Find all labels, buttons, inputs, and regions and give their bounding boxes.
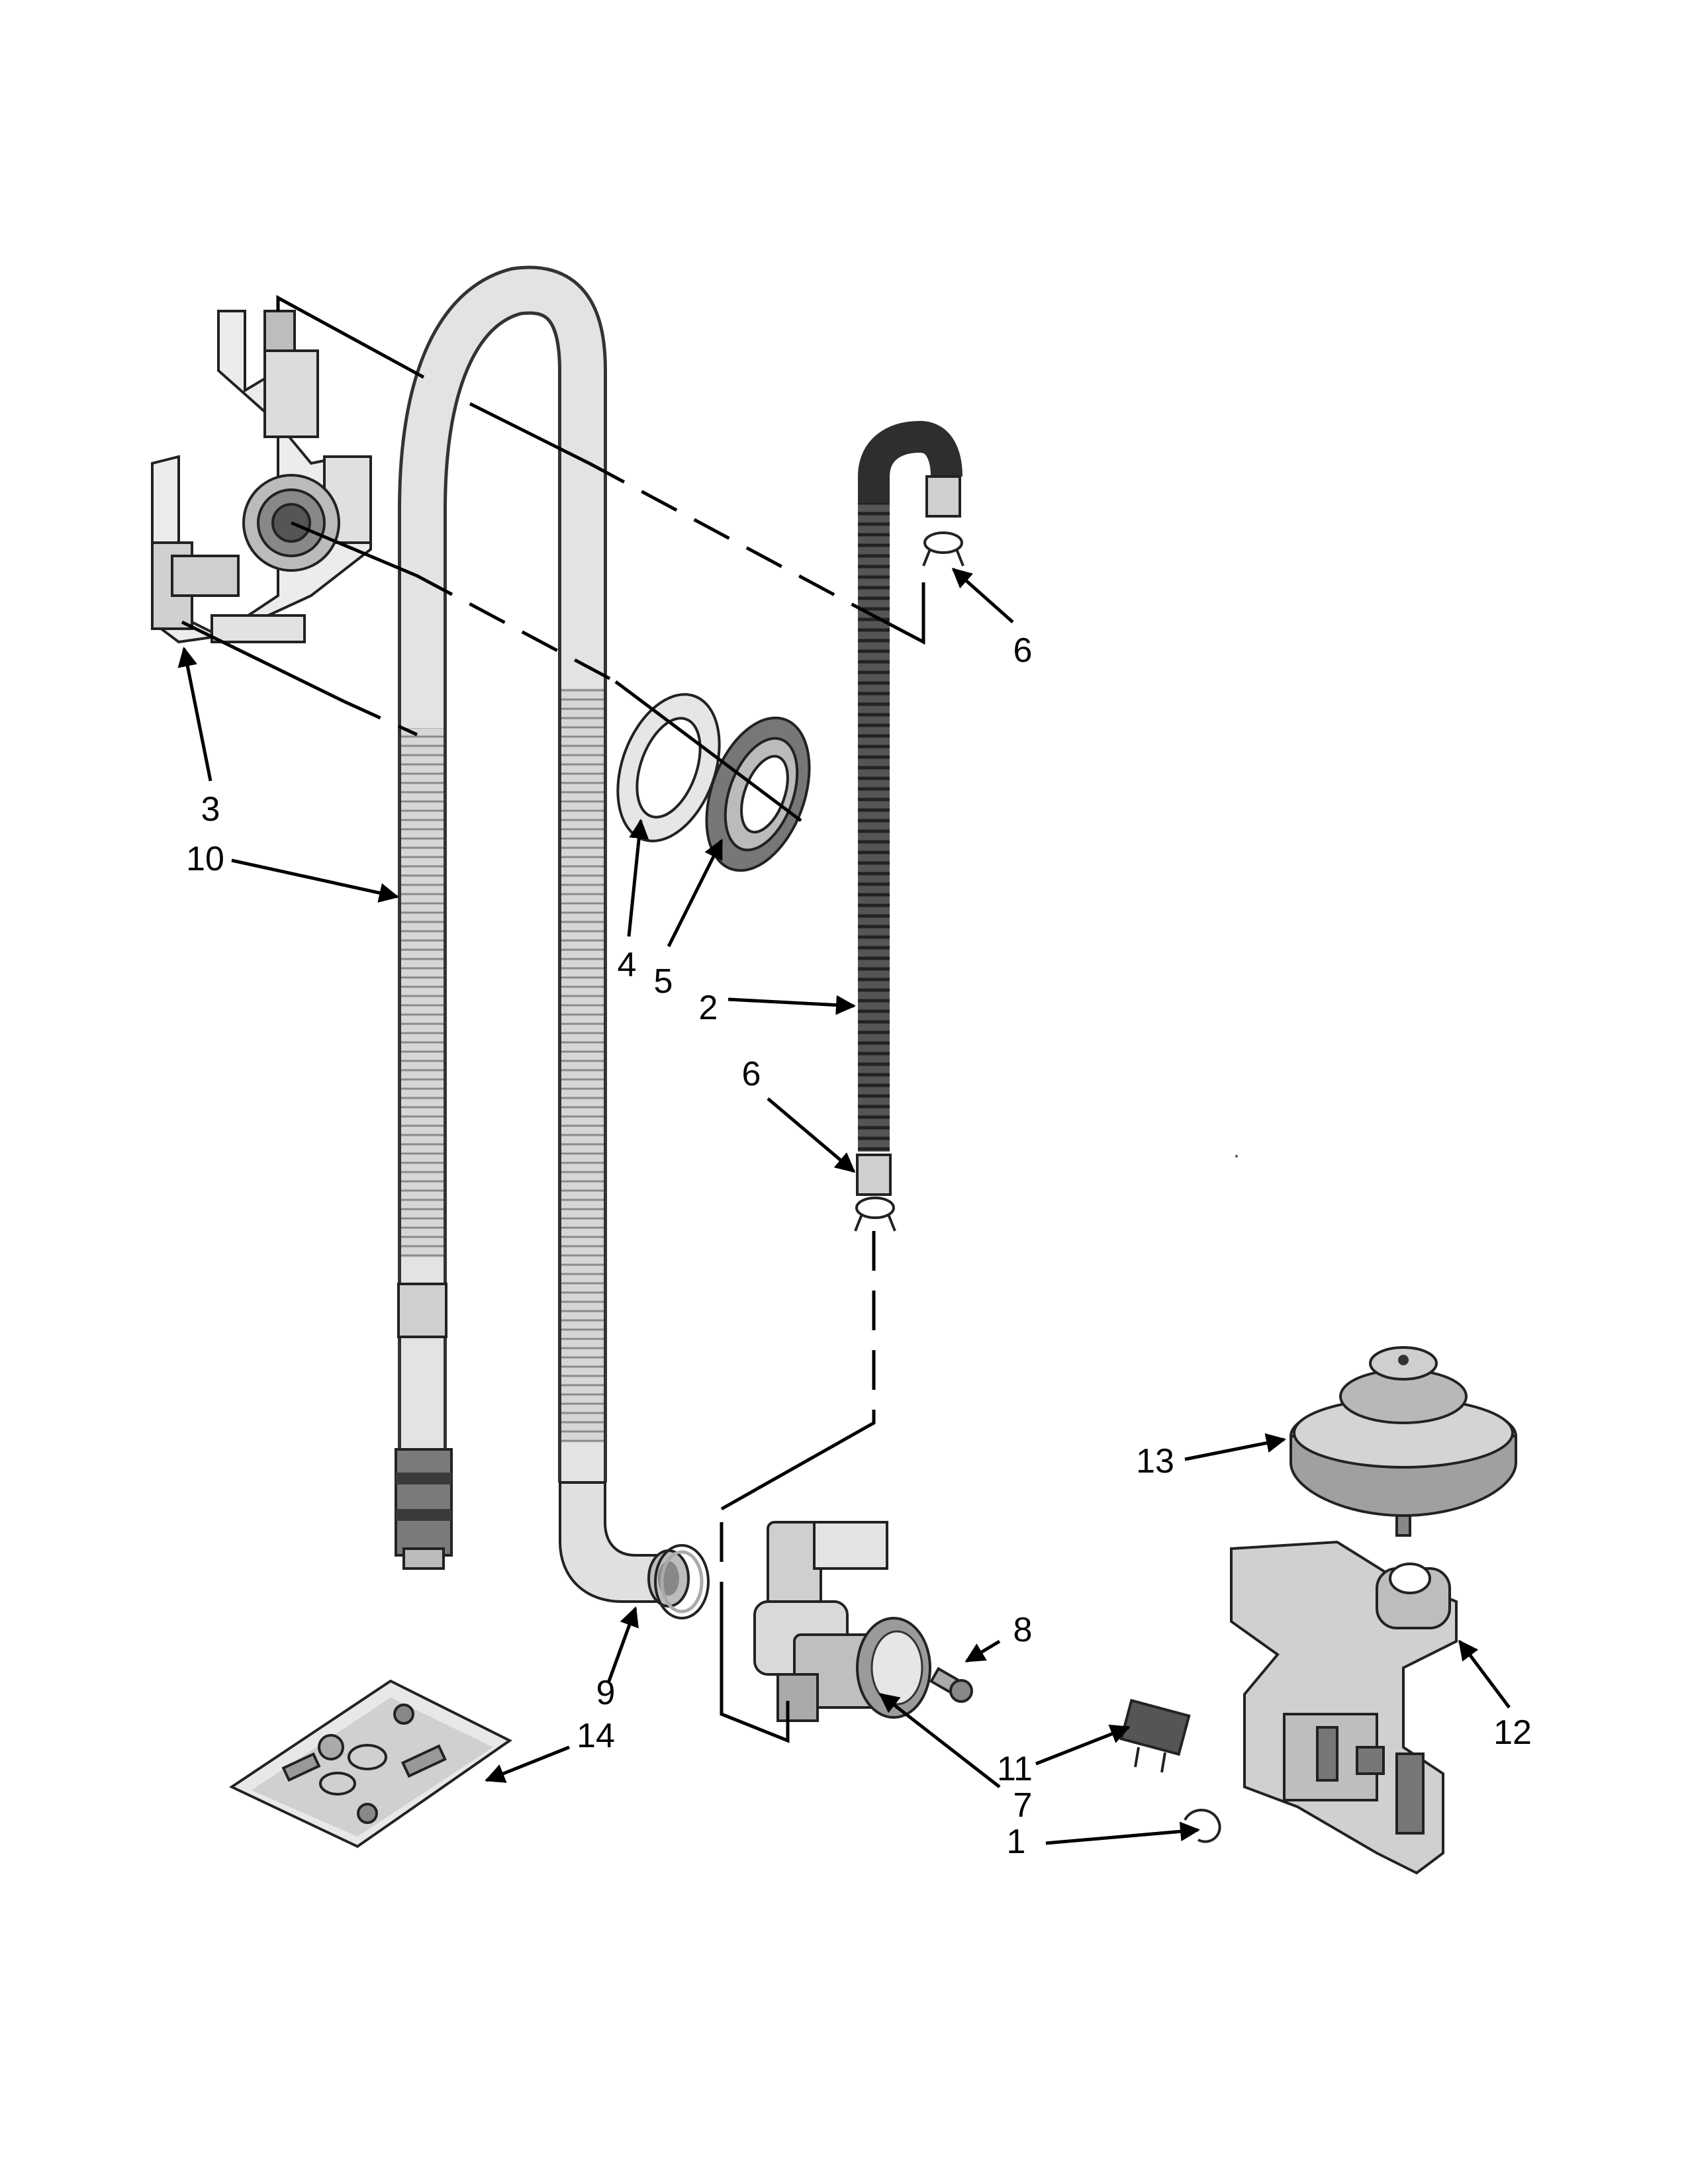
gasket-part-4 — [616, 693, 721, 842]
fill-hose-part-2 — [856, 420, 962, 1196]
clamp-part-6-bottom — [854, 1197, 896, 1232]
callout-2: 2 — [699, 989, 718, 1027]
stray-dot — [1235, 1155, 1238, 1158]
clamp-part-6-top — [922, 531, 964, 567]
callout-6-bottom: 6 — [742, 1055, 761, 1093]
hardware-bag-part-14 — [228, 1679, 512, 1848]
callout-4: 4 — [618, 946, 637, 984]
callout-7: 7 — [1013, 1786, 1033, 1825]
drain-bracket-part-3 — [151, 310, 372, 644]
assembly-lines — [181, 295, 925, 1743]
water-valve-part-7 — [753, 1521, 931, 1722]
callout-9: 9 — [596, 1674, 616, 1712]
screw-part-8 — [929, 1666, 973, 1703]
callout-13: 13 — [1136, 1442, 1174, 1480]
callout-11: 11 — [997, 1750, 1033, 1788]
clip-part-1 — [1184, 1809, 1221, 1843]
callout-12: 12 — [1493, 1713, 1532, 1752]
hose-clamp-part-9 — [654, 1544, 710, 1619]
switch-part-11 — [1119, 1698, 1191, 1773]
callout-14: 14 — [577, 1717, 615, 1755]
callout-5: 5 — [654, 962, 673, 1001]
drain-hose-part-10 — [395, 265, 690, 1608]
callout-3: 3 — [201, 790, 220, 829]
callout-8: 8 — [1013, 1611, 1033, 1649]
vent-cap-part-13 — [1289, 1346, 1517, 1537]
callout-1: 1 — [1007, 1823, 1026, 1861]
callout-10: 10 — [186, 840, 224, 878]
leader-arrows — [177, 568, 1511, 1845]
callout-6-top: 6 — [1013, 631, 1033, 670]
vent-bracket-part-12 — [1230, 1540, 1458, 1875]
